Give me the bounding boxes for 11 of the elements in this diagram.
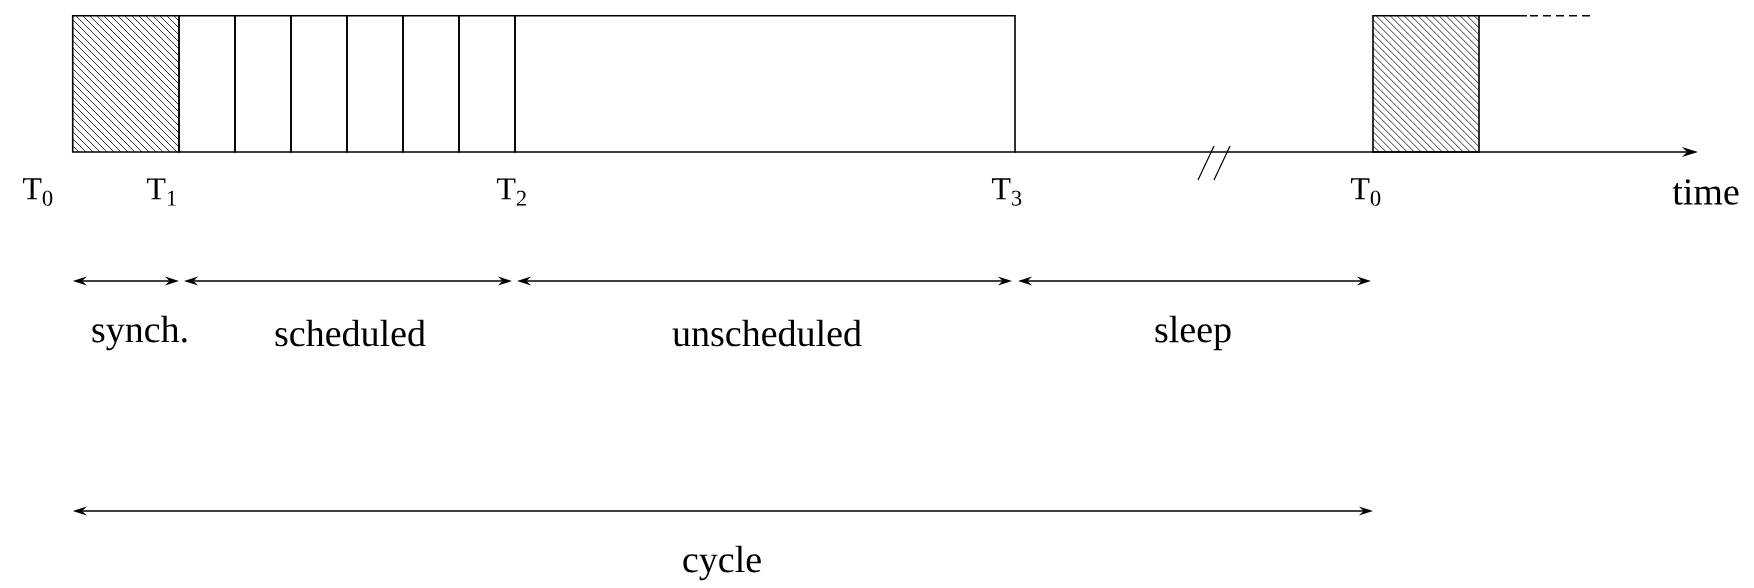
phase-label: scheduled	[275, 319, 426, 347]
axis-label: time	[1672, 179, 1739, 205]
time-mark: T$_{0}$	[22, 178, 53, 206]
phase-label: sleep	[1155, 315, 1231, 351]
phase-label: cycle	[683, 545, 761, 581]
time-mark: T$_{2}$	[496, 178, 526, 206]
phase-label: unscheduled	[672, 319, 862, 347]
time-mark: T$_{1}$	[146, 178, 176, 206]
time-mark: T$_{0}$	[1350, 178, 1381, 206]
phase-label: synch.	[92, 315, 187, 351]
time-mark: T$_{3}$	[991, 178, 1022, 206]
